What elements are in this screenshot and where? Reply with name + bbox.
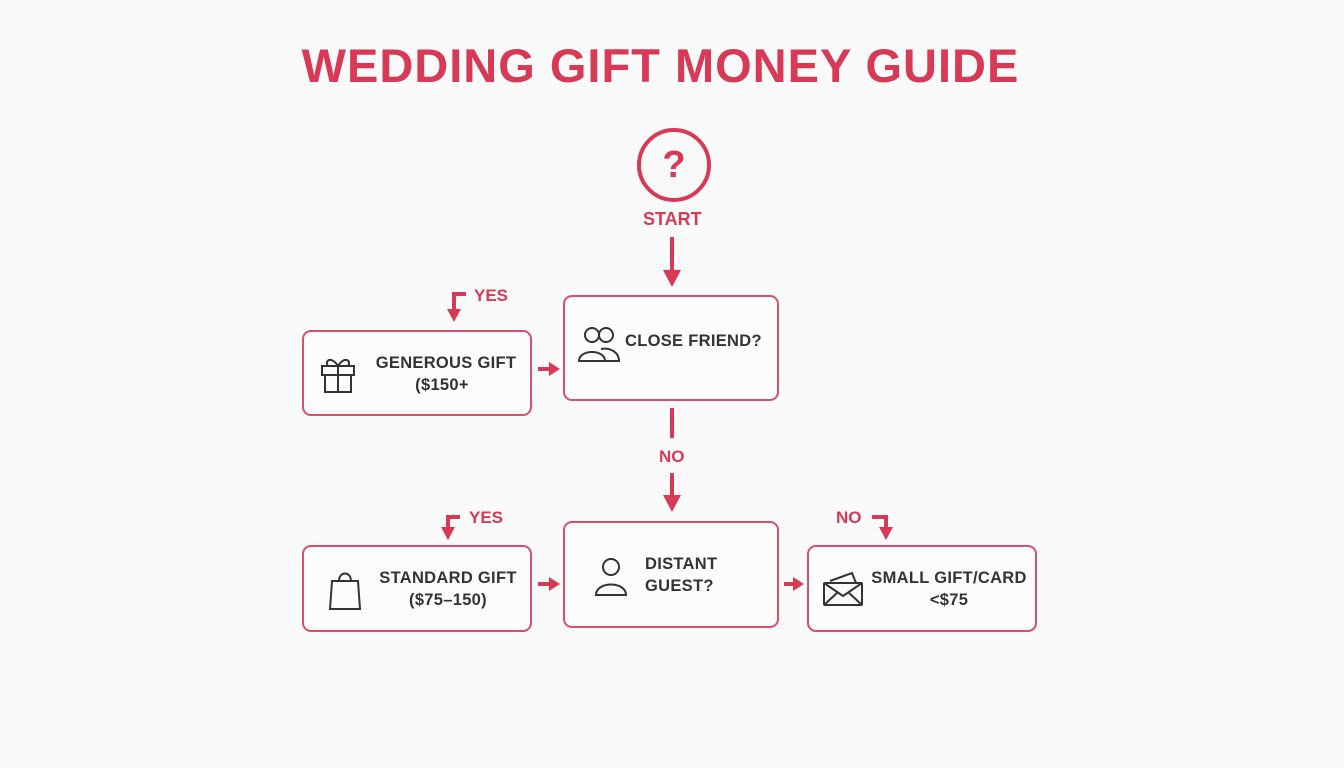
arrowhead (441, 527, 455, 540)
people-icon (577, 327, 621, 362)
node-text: DISTANT GUEST? (645, 553, 717, 597)
node-label: DISTANT (645, 555, 718, 573)
node-small-gift-card: SMALL GIFT/CARD <$75 (807, 545, 1037, 632)
node-label: GUEST? (645, 577, 714, 595)
node-label: SMALL GIFT/CARD (871, 569, 1027, 587)
arrowhead (549, 362, 560, 376)
question-mark-icon: ? (662, 143, 686, 186)
node-amount: <$75 (929, 591, 969, 609)
node-text: SMALL GIFT/CARD <$75 (869, 567, 1029, 611)
node-amount: ($75–150) (409, 591, 487, 609)
node-label: CLOSE FRIEND? (625, 332, 762, 350)
person-icon (594, 558, 628, 596)
connector-yes-bottom (446, 515, 460, 530)
arrowhead (663, 270, 681, 287)
node-amount: ($150+ (415, 376, 469, 394)
node-generous-gift: GENEROUS GIFT ($150+ (302, 330, 532, 416)
page-title: WEDDING GIFT MONEY GUIDE (301, 39, 1020, 92)
start-node: ? (637, 128, 711, 202)
node-distant-guest: DISTANT GUEST? (563, 521, 779, 628)
node-close-friend: CLOSE FRIEND? (563, 295, 779, 401)
envelope-icon (823, 571, 863, 606)
arrowhead (549, 577, 560, 591)
node-text: STANDARD GIFT ($75–150) (378, 567, 518, 611)
node-standard-gift: STANDARD GIFT ($75–150) (302, 545, 532, 632)
connector-yes-top (452, 292, 466, 312)
node-text: GENEROUS GIFT ($150+ (370, 352, 522, 396)
start-label: START (643, 209, 702, 229)
gift-icon (321, 359, 355, 393)
arrowhead (879, 527, 893, 540)
edge-label-yes-bottom: YES (469, 508, 504, 527)
edge-label-yes-top: YES (474, 286, 509, 305)
arrowhead (663, 495, 681, 512)
connector-no-bottom (872, 515, 888, 530)
edge-label-no-bottom: NO (836, 508, 862, 527)
edge-label-no-middle: NO (659, 447, 685, 466)
arrowhead (793, 577, 804, 591)
node-label: STANDARD GIFT (379, 569, 517, 587)
node-label: GENEROUS GIFT (375, 354, 517, 372)
shopping-bag-icon (328, 572, 362, 610)
arrowhead (447, 309, 461, 322)
